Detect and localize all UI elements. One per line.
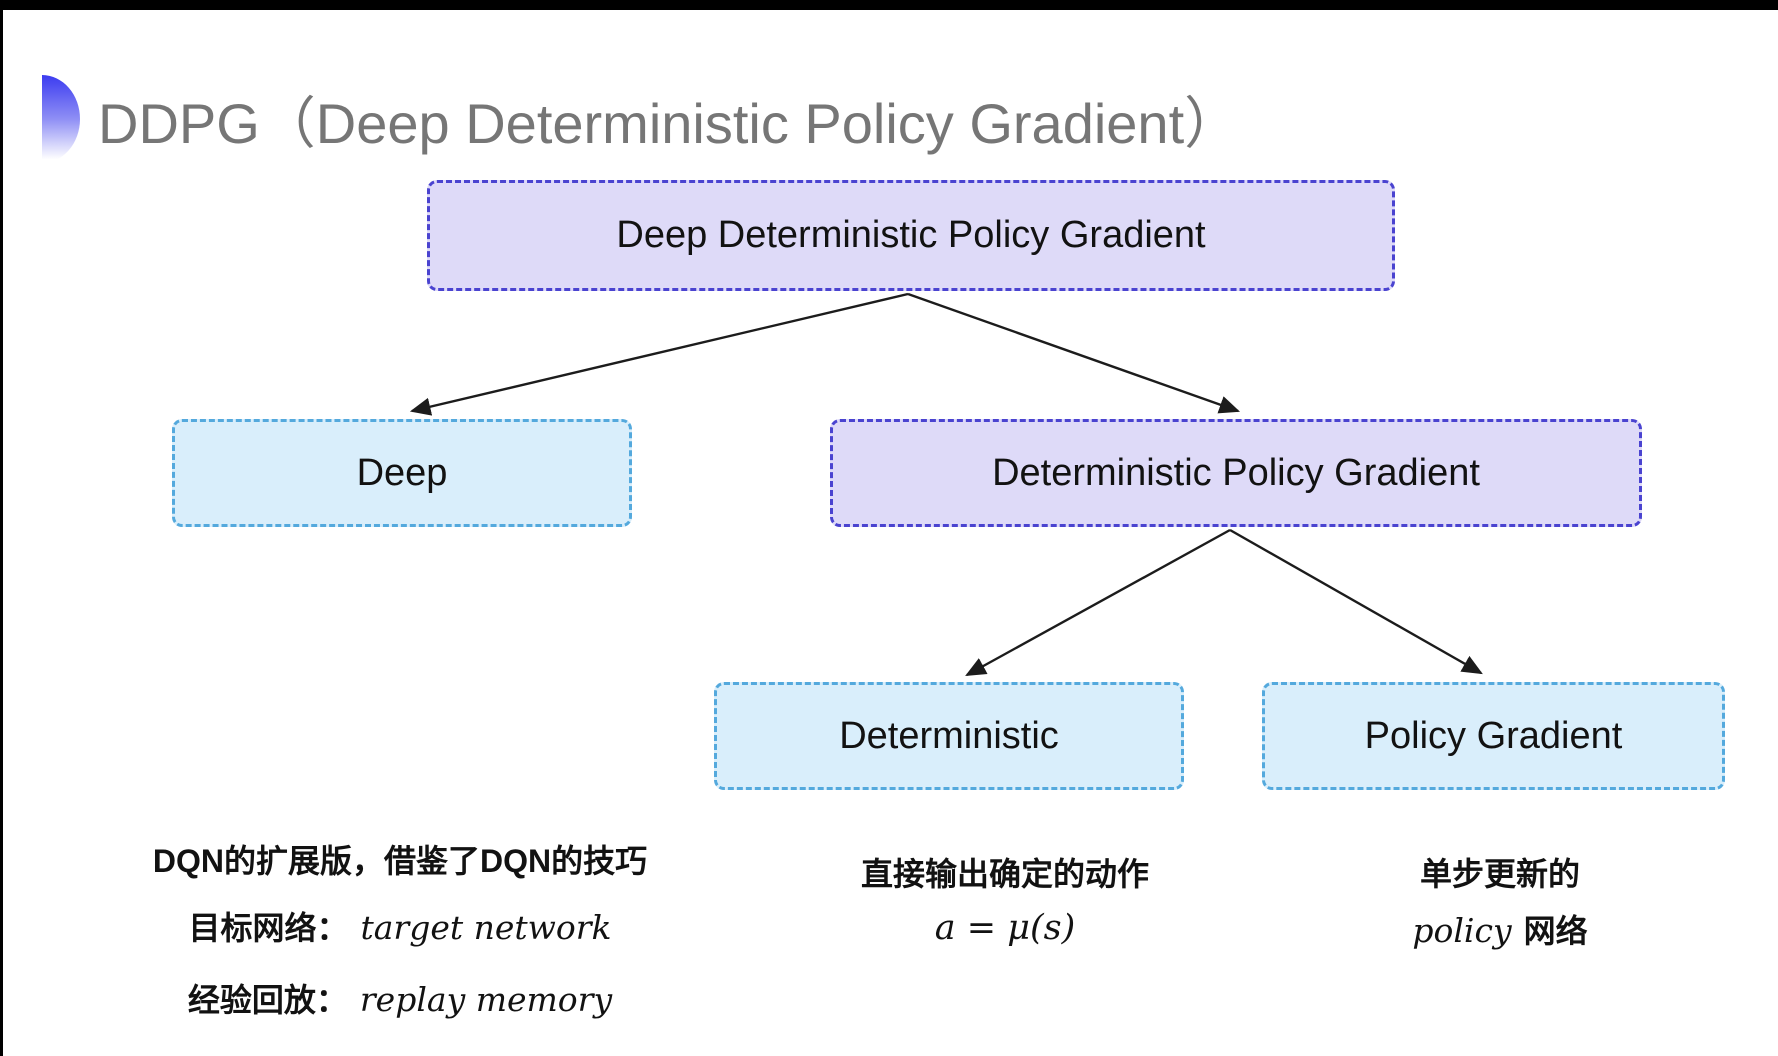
node-policy-gradient-label: Policy Gradient — [1364, 714, 1623, 757]
node-deep-label: Deep — [356, 451, 448, 494]
policy-network-label: 网络 — [1523, 913, 1588, 949]
top-border-bar — [0, 0, 1778, 10]
page-title: DDPG（Deep Deterministic Policy Gradient） — [98, 91, 1241, 155]
replay-memory-term: replay memory — [359, 980, 613, 1019]
target-network-label: 目标网络： — [188, 910, 349, 946]
node-deterministic-label: Deterministic — [839, 714, 1059, 757]
policy-note-line1: 单步更新的 — [1419, 856, 1580, 892]
annotation-deterministic: 直接输出确定的动作 a = μ(s) — [830, 858, 1180, 948]
deep-note-line1: DQN的扩展版，借鉴了DQN的技巧 — [152, 843, 648, 879]
target-network-term: target network — [360, 908, 612, 947]
left-border-bar — [0, 0, 3, 1056]
node-root-ddpg: Deep Deterministic Policy Gradient — [427, 180, 1395, 291]
arrow-root-to-deep — [409, 292, 909, 416]
deep-note-replay-row: 经验回放： replay memory — [127, 975, 673, 1021]
deterministic-formula: a = μ(s) — [934, 908, 1076, 948]
arrow-dpg-to-policy-gradient — [1229, 528, 1483, 675]
policy-term: policy — [1412, 911, 1512, 950]
arrow-dpg-to-deterministic — [965, 528, 1231, 677]
deterministic-note-line1: 直接输出确定的动作 — [860, 856, 1149, 892]
policy-note-row: policy 网络 — [1330, 906, 1670, 952]
annotation-policy-gradient: 单步更新的 policy 网络 — [1330, 858, 1670, 952]
annotation-deep: DQN的扩展版，借鉴了DQN的技巧 目标网络： target network 经… — [127, 845, 673, 1021]
arrow-root-to-dpg — [907, 292, 1241, 414]
deep-note-target-row: 目标网络： target network — [127, 903, 673, 949]
title-bullet-icon — [42, 75, 80, 163]
node-deep: Deep — [172, 419, 632, 527]
node-dpg-label: Deterministic Policy Gradient — [992, 451, 1480, 494]
node-deterministic-policy-gradient: Deterministic Policy Gradient — [830, 419, 1642, 527]
node-deterministic: Deterministic — [714, 682, 1184, 790]
node-policy-gradient: Policy Gradient — [1262, 682, 1725, 790]
slide-header: DDPG（Deep Deterministic Policy Gradient） — [42, 74, 1240, 164]
node-root-label: Deep Deterministic Policy Gradient — [616, 214, 1206, 256]
replay-memory-label: 经验回放： — [187, 982, 348, 1018]
